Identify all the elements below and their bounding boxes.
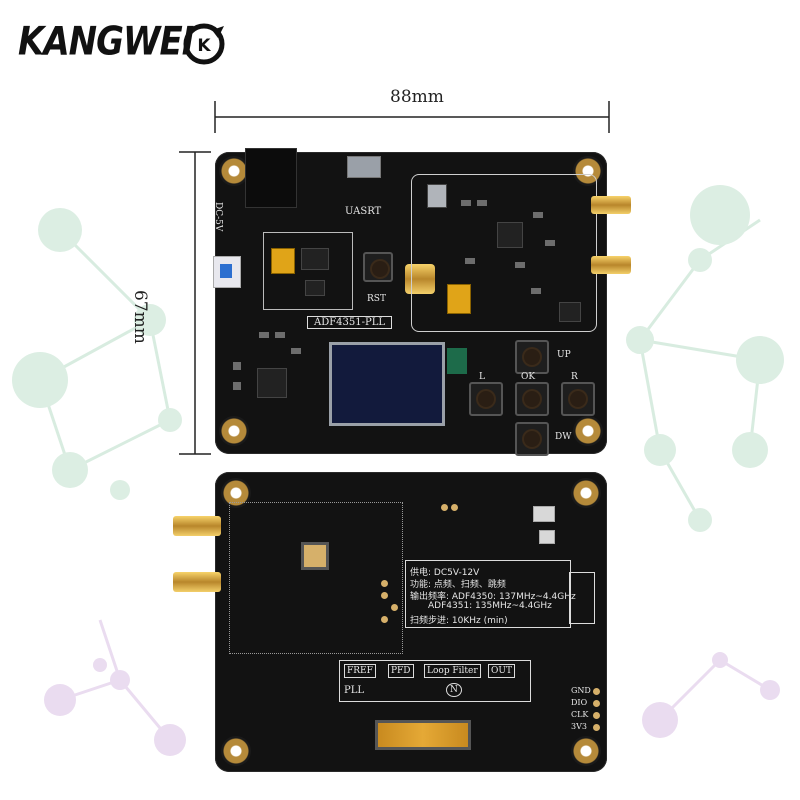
power-switch[interactable] [213, 256, 241, 288]
spec-line-power: 供电: DC5V-12V [410, 568, 480, 578]
regulator-area [263, 232, 353, 310]
pll-block-out: OUT [488, 664, 515, 678]
spec-line-step: 扫频步进: 10KHz (min) [410, 616, 508, 626]
uart-label: UASRT [345, 206, 382, 217]
pll-label: PLL [344, 685, 365, 696]
pll-block-pfd: PFD [388, 664, 414, 678]
mount-hole [573, 156, 603, 186]
spec-line-freq-4351: ADF4351: 135MHz~4.4GHz [428, 601, 552, 611]
down-button[interactable] [515, 422, 549, 456]
pll-block-loop-filter: Loop Filter [424, 664, 481, 678]
pin-label-gnd: GND [571, 686, 591, 695]
button-label-left: L [479, 372, 485, 382]
pin-label-dio: DIO [571, 698, 588, 707]
rf-chip [559, 302, 581, 322]
smd-component [539, 530, 555, 544]
button-label-up: UP [557, 350, 571, 360]
back-rf-connector-1[interactable] [173, 516, 221, 536]
diode [305, 280, 325, 296]
spec-box: 供电: DC5V-12V 功能: 点频、扫频、跳频 输出频率: ADF4350:… [405, 560, 576, 628]
mount-hole [571, 736, 601, 766]
oled-flex-cable [375, 720, 471, 750]
tantalum-capacitor [271, 248, 295, 274]
mount-hole [571, 478, 601, 508]
width-dimension-label: 88mm [390, 87, 444, 107]
sma-connector-ref[interactable] [405, 264, 435, 294]
pin-label-clk: CLK [571, 710, 589, 719]
button-label-ok: OK [521, 372, 536, 382]
adf4351-chip [497, 222, 523, 248]
pll-divider-n: N [446, 683, 462, 697]
pll-block-fref: FREF [344, 664, 376, 678]
button-label-right: R [571, 372, 578, 382]
side-box [569, 572, 595, 624]
power-label: DC-5V [213, 202, 223, 232]
shield-dots-outline [229, 502, 403, 654]
mount-hole [219, 156, 249, 186]
width-dimension-arrow [214, 101, 610, 133]
usb-connector [347, 156, 381, 178]
oled-display [329, 342, 445, 426]
tantalum-capacitor [447, 284, 471, 314]
exposed-pad [301, 542, 329, 570]
crystal-oscillator [427, 184, 447, 208]
reset-button[interactable] [363, 252, 393, 282]
rf-shield-outline [411, 174, 597, 332]
front-pcb-board: DC-5V UASRT RST ADF4351-PLL UP L OK R DW [213, 148, 631, 456]
up-button[interactable] [515, 340, 549, 374]
brand-logo-letters: K [197, 36, 211, 56]
reset-label: RST [367, 294, 386, 304]
left-button[interactable] [469, 382, 503, 416]
button-label-down: DW [555, 432, 572, 442]
regulator-chip [301, 248, 329, 270]
microcontroller-chip [257, 368, 287, 398]
rf-output-connector-2[interactable] [591, 256, 631, 274]
spec-line-function: 功能: 点频、扫频、跳频 [410, 580, 506, 590]
spec-line-freq-4350: 输出频率: ADF4350: 137MHz~4.4GHz [410, 592, 576, 602]
mount-hole [219, 416, 249, 446]
back-pcb-board: 供电: DC5V-12V 功能: 点频、扫频、跳频 输出频率: ADF4350:… [173, 472, 607, 772]
height-dimension-arrow [179, 151, 211, 455]
height-dimension-label: 67mm [130, 290, 150, 344]
ok-button[interactable] [515, 382, 549, 416]
brand-logo-icon: K [183, 23, 225, 65]
mount-hole [221, 478, 251, 508]
pin-label-3v3: 3V3 [571, 722, 587, 731]
smd-component [533, 506, 555, 522]
right-button[interactable] [561, 382, 595, 416]
rf-output-connector-1[interactable] [591, 196, 631, 214]
mount-hole [221, 736, 251, 766]
back-rf-connector-2[interactable] [173, 572, 221, 592]
dc-jack [245, 148, 297, 208]
oled-connector [447, 348, 467, 374]
mount-hole [573, 416, 603, 446]
pll-block-diagram: FREF PFD Loop Filter OUT N PLL [339, 660, 531, 702]
model-label: ADF4351-PLL [307, 316, 393, 329]
brand-name: KANGWEI [18, 19, 194, 65]
